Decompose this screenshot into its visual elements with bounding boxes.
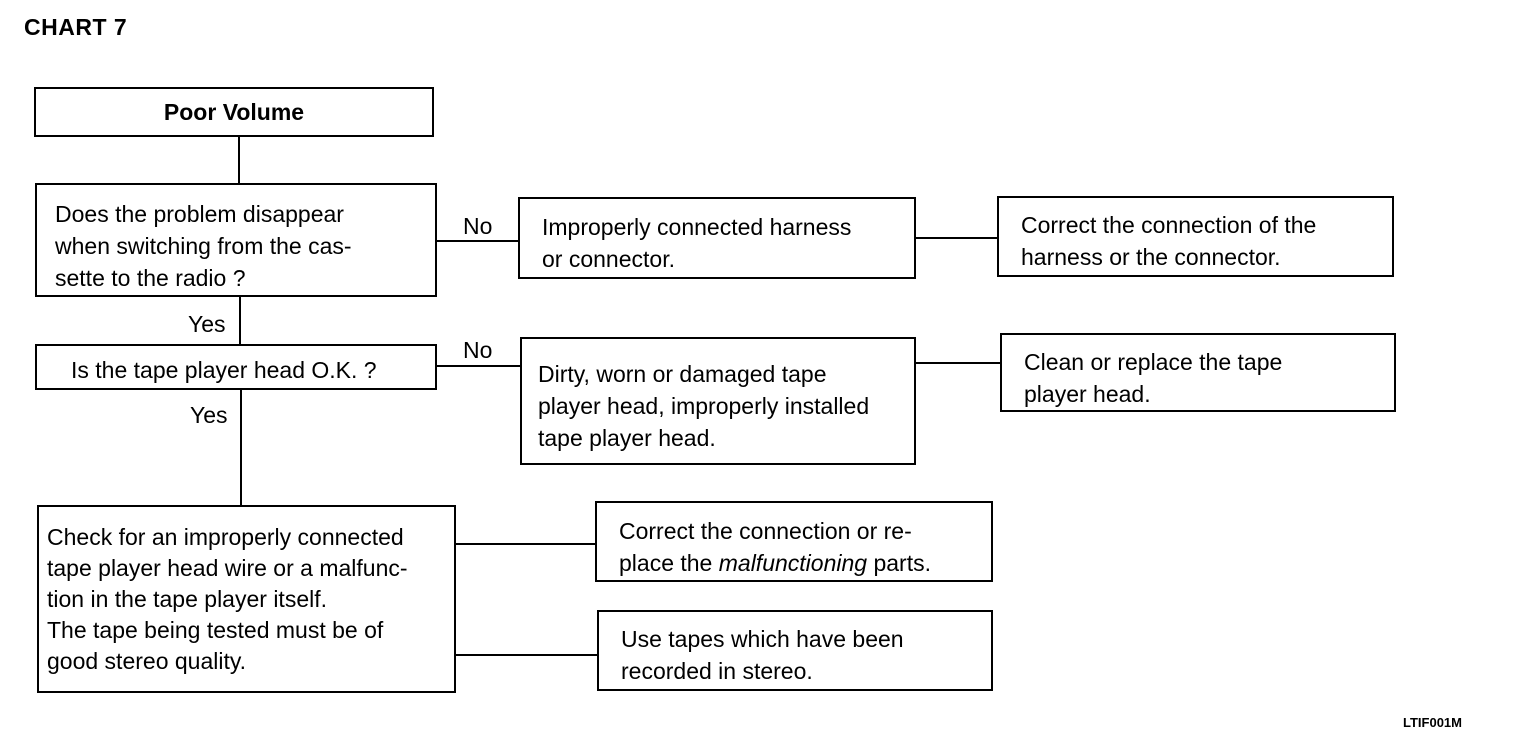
- label-no-1: No: [463, 213, 493, 239]
- check-line: tape player head wire or a malfunc-: [47, 555, 408, 581]
- label-yes-1: Yes: [188, 311, 226, 337]
- check-line: The tape being tested must be of: [47, 617, 384, 643]
- remedy2-line: player head.: [1024, 381, 1151, 407]
- label-no-2: No: [463, 337, 493, 363]
- connector-check-remedy3: [456, 543, 595, 545]
- check-line: tion in the tape player itself.: [47, 586, 327, 612]
- cause1-line: or connector.: [542, 246, 675, 272]
- cause2-line: tape player head.: [538, 425, 716, 451]
- connector-q2-check: [240, 390, 242, 505]
- question-box-problem-disappear: Does the problem disappear when switchin…: [35, 183, 437, 297]
- remedy3-line: Correct the connection or re-: [619, 518, 912, 544]
- cause2-line: player head, improperly installed: [538, 393, 870, 419]
- remedy-box-correct-harness: Correct the connection of the harness or…: [997, 196, 1394, 277]
- remedy3-line: place the malfunctioning parts.: [619, 547, 973, 579]
- connector-check-remedy4: [456, 654, 597, 656]
- remedy3-text: place the: [619, 550, 719, 576]
- remedy-box-replace-parts: Correct the connection or re- place the …: [595, 501, 993, 582]
- question1-line: Does the problem disappear: [55, 201, 344, 227]
- question1-line: sette to the radio ?: [55, 265, 246, 291]
- label-yes-2: Yes: [190, 402, 228, 428]
- connector-q2-cause2: [437, 365, 520, 367]
- remedy-box-clean-head: Clean or replace the tape player head.: [1000, 333, 1396, 412]
- remedy2-line: Clean or replace the tape: [1024, 349, 1283, 375]
- question-box-tape-head-ok: Is the tape player head O.K. ?: [35, 344, 437, 390]
- cause-box-harness: Improperly connected harness or connecto…: [518, 197, 916, 279]
- chart-title: CHART 7: [24, 14, 128, 40]
- connector-q1-cause1: [437, 240, 518, 242]
- connector-q1-q2: [239, 297, 241, 344]
- remedy-box-stereo-tapes: Use tapes which have been recorded in st…: [597, 610, 993, 691]
- remedy3-italic-text: malfunctioning: [718, 550, 868, 576]
- connector-start-q1: [238, 137, 240, 183]
- remedy1-line: Correct the connection of the: [1021, 212, 1317, 238]
- check-line: Check for an improperly connected: [47, 524, 404, 550]
- connector-cause2-remedy2: [916, 362, 1000, 364]
- remedy4-line: recorded in stereo.: [621, 658, 813, 684]
- figure-code: LTIF001M: [1403, 715, 1462, 730]
- cause2-line: Dirty, worn or damaged tape: [538, 361, 827, 387]
- start-box-poor-volume: Poor Volume: [34, 87, 434, 137]
- cause1-line: Improperly connected harness: [542, 214, 852, 240]
- cause-box-tape-head: Dirty, worn or damaged tape player head,…: [520, 337, 916, 465]
- remedy4-line: Use tapes which have been: [621, 626, 904, 652]
- remedy3-text: parts.: [867, 550, 931, 576]
- remedy1-line: harness or the connector.: [1021, 244, 1281, 270]
- question1-line: when switching from the cas-: [55, 233, 352, 259]
- connector-cause1-remedy1: [916, 237, 997, 239]
- check-box-head-wire: Check for an improperly connected tape p…: [37, 505, 456, 693]
- check-line: good stereo quality.: [47, 648, 247, 674]
